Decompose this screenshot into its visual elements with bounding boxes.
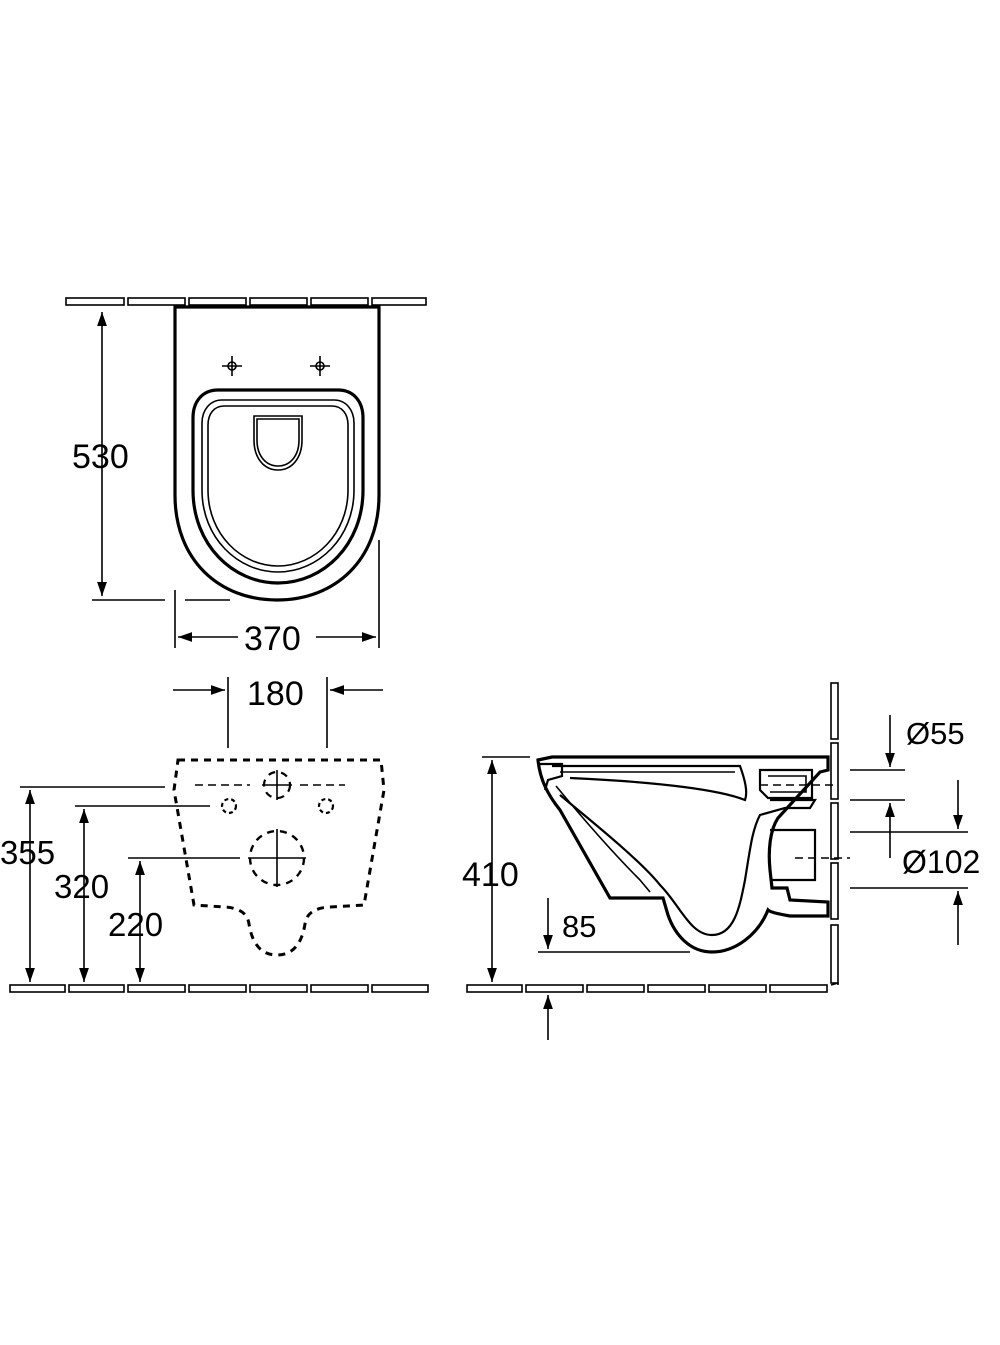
back-floor-strip	[9, 984, 429, 993]
top-flush-opening	[253, 415, 303, 471]
top-seat-outer	[191, 388, 365, 585]
dim-370-label: 370	[244, 620, 301, 658]
side-bowl-outer	[536, 755, 830, 954]
side-inlet-connector-inner	[768, 775, 807, 793]
side-view	[466, 682, 968, 1040]
side-outlet	[770, 828, 817, 882]
top-fixing-hole-left-icon	[222, 356, 242, 376]
side-inlet-connector	[758, 768, 814, 800]
top-seat-inner-2	[207, 405, 349, 567]
dim-530-label: 530	[72, 438, 129, 476]
dim-102-label: Ø102	[902, 844, 980, 880]
side-bowl-inner	[559, 794, 817, 937]
side-floor-strip	[466, 981, 839, 993]
dim-180-label: 180	[247, 675, 304, 713]
side-bowl-inner-2	[555, 785, 651, 893]
back-fixing-hole-left-icon	[220, 797, 238, 815]
back-dashed-outline	[172, 758, 386, 957]
back-outlet-circle-icon	[248, 829, 306, 887]
dim-220-label: 220	[108, 906, 163, 943]
side-rim-inner	[552, 764, 748, 802]
top-view	[65, 297, 427, 648]
dim-55-label: Ø55	[906, 716, 965, 751]
top-flush-opening-inner	[256, 418, 300, 467]
side-front-rim	[540, 762, 564, 791]
top-seat-inner	[201, 399, 355, 573]
dim-320-label: 320	[54, 868, 109, 905]
dim-355-label: 355	[0, 834, 55, 871]
top-bowl-outline	[173, 305, 381, 602]
dim-410-label: 410	[462, 856, 519, 894]
back-fixing-hole-right-icon	[317, 797, 335, 815]
dim-85-label: 85	[562, 909, 596, 944]
top-wall-strip	[65, 297, 427, 306]
top-fixing-hole-right-icon	[310, 356, 330, 376]
back-inlet-circle-icon	[262, 770, 292, 800]
back-view	[9, 677, 429, 993]
side-wall-strip	[830, 682, 839, 984]
